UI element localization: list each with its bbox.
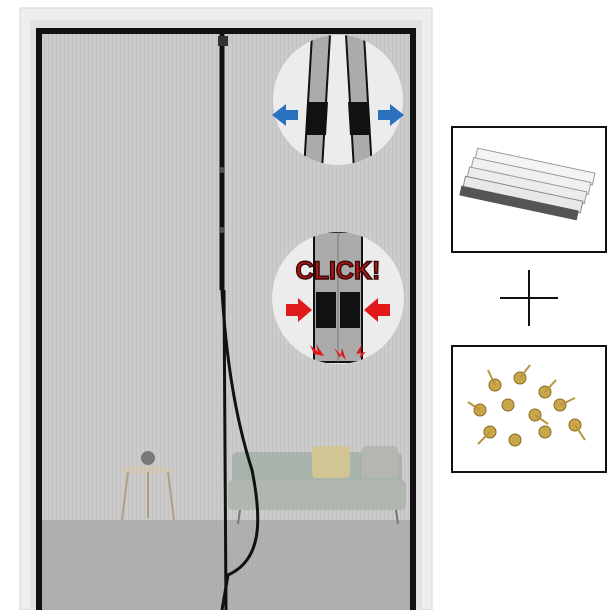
click-label: CLICK! — [296, 257, 381, 285]
thumbtacks-box — [451, 345, 607, 473]
plus-sign: + — [500, 270, 558, 326]
arrow-right-icon — [378, 104, 404, 126]
arrow-left-icon — [364, 298, 390, 322]
arrow-right-icon — [286, 298, 312, 322]
magnet-strips-box — [451, 126, 607, 253]
open-callout — [272, 35, 404, 165]
click-callout: CLICK! — [272, 232, 404, 364]
spark-icon — [310, 344, 366, 360]
center-seam — [218, 34, 260, 610]
arrow-left-icon — [272, 104, 298, 126]
